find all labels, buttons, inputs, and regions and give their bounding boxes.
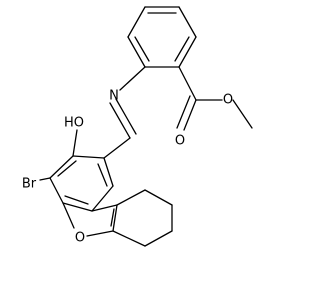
bond xyxy=(103,157,114,187)
double-bond xyxy=(176,95,191,129)
bond xyxy=(178,66,197,101)
bond xyxy=(112,204,118,232)
atom-label-Br: Br xyxy=(22,177,37,192)
bond xyxy=(109,102,131,139)
double-bond xyxy=(115,98,137,135)
bond xyxy=(112,230,146,247)
atom-label-furan-O: O xyxy=(75,231,85,246)
bond xyxy=(116,189,146,206)
double-bond-inner xyxy=(174,36,190,62)
atom-label-carbonyl-O: O xyxy=(175,134,185,149)
bond xyxy=(127,6,146,38)
double-bond xyxy=(110,208,115,227)
bond xyxy=(103,137,131,159)
bond xyxy=(178,6,197,38)
bond xyxy=(91,204,118,212)
bonds xyxy=(39,6,253,247)
bond xyxy=(86,230,114,237)
bond xyxy=(49,177,64,204)
bond xyxy=(49,155,74,179)
bond xyxy=(62,202,75,229)
double-bond-inner xyxy=(97,163,108,187)
double-bond-inner xyxy=(57,160,77,177)
double-bond-inner xyxy=(134,36,150,62)
bond xyxy=(144,230,173,247)
bond xyxy=(72,129,78,157)
bond xyxy=(144,189,173,206)
bond xyxy=(91,185,114,212)
atom-label-ester-O: O xyxy=(223,93,233,108)
bond xyxy=(119,66,146,91)
atom-label-N: N xyxy=(109,89,119,104)
bond xyxy=(183,99,197,131)
bond xyxy=(232,99,253,129)
bond xyxy=(127,36,146,68)
bond xyxy=(178,36,197,68)
atom-labels: N O O HO Br O xyxy=(22,89,233,246)
double-bond-inner xyxy=(64,195,89,205)
bond xyxy=(39,177,51,181)
bond xyxy=(62,202,93,212)
chemical-structure: N O O HO Br O xyxy=(22,6,253,247)
bond xyxy=(72,155,105,159)
atom-label-hydroxyl: HO xyxy=(64,116,84,131)
